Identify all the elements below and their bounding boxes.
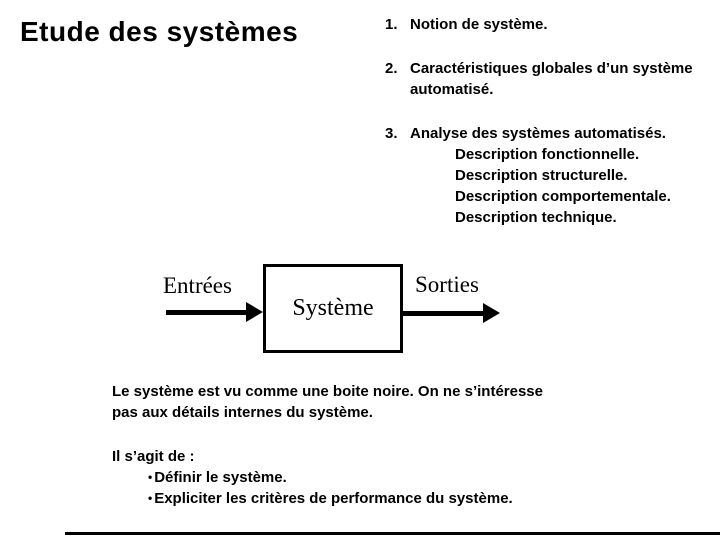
system-box-label: Système (292, 295, 374, 321)
agenda-line: automatisé. (410, 81, 494, 98)
agenda-item-number: 2. (385, 60, 398, 77)
diagram-output-label: Sorties (415, 272, 479, 297)
goals-section: Il s’agit de : •Définir le système. •Exp… (112, 446, 513, 509)
slide-title: Etude des systèmes (20, 16, 299, 47)
agenda-item-text: Notion de système. (410, 14, 548, 35)
agenda-item-text: Caractéristiques globales d’un système a… (410, 58, 693, 100)
goals-intro: Il s’agit de : (112, 448, 195, 465)
agenda-subitem: Description technique. (455, 209, 617, 226)
agenda-item-2: 2. Caractéristiques globales d’un systèm… (385, 58, 693, 100)
paragraph-line: Le système est vu comme une boite noire.… (112, 383, 543, 400)
bullet-text: Expliciter les critères de performance d… (154, 490, 513, 507)
agenda-subitem: Description structurelle. (455, 167, 628, 184)
bullet-item: •Définir le système. (148, 467, 513, 488)
agenda-item-number: 3. (385, 125, 398, 142)
system-box: Système (263, 264, 403, 353)
bullet-icon: • (148, 491, 153, 505)
agenda-item-3: 3. Analyse des systèmes automatisés. (385, 123, 693, 144)
agenda-line: Caractéristiques globales d’un système (410, 60, 693, 77)
agenda-list: 1. Notion de système. 2. Caractéristique… (385, 14, 693, 228)
diagram-input-label: Entrées (163, 273, 232, 298)
agenda-line: Notion de système. (410, 16, 548, 33)
input-arrow-shaft (166, 310, 247, 315)
output-arrow-head-icon (483, 303, 500, 323)
input-arrow-head-icon (246, 302, 263, 322)
agenda-item-1: 1. Notion de système. (385, 14, 693, 35)
bullet-text: Définir le système. (154, 469, 287, 486)
system-diagram: Entrées Système Sorties (158, 258, 518, 363)
footer-divider (65, 532, 720, 535)
output-arrow-shaft (403, 311, 484, 316)
agenda-item-number: 1. (385, 16, 398, 33)
paragraph-line: pas aux détails internes du système. (112, 404, 373, 421)
agenda-subitem: Description fonctionnelle. (455, 146, 640, 163)
bullet-icon: • (148, 470, 153, 484)
agenda-subitem: Description comportementale. (455, 188, 671, 205)
bullet-item: •Expliciter les critères de performance … (148, 488, 513, 509)
agenda-item-text: Analyse des systèmes automatisés. (410, 123, 666, 144)
agenda-line: Analyse des systèmes automatisés. (410, 125, 666, 142)
black-box-paragraph: Le système est vu comme une boite noire.… (112, 381, 543, 423)
